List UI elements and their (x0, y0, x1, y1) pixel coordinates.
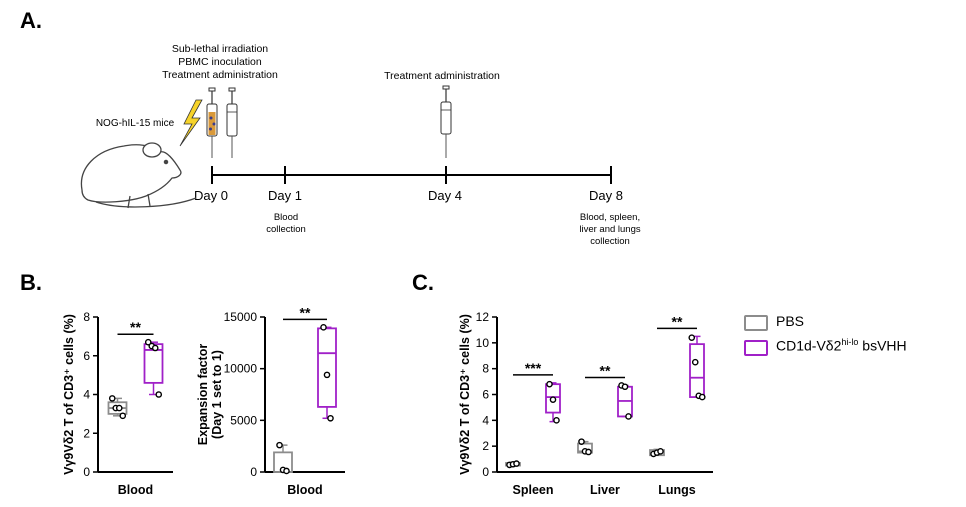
significance-stars: ** (130, 319, 141, 335)
data-point (513, 460, 520, 467)
day0-note-2: PBMC inoculation (178, 56, 262, 68)
y-tick-label: 0 (83, 465, 90, 479)
timeline-diagram (80, 85, 612, 209)
y-tick-label: 10 (476, 336, 490, 350)
data-point (578, 438, 585, 445)
data-point (115, 404, 123, 412)
data-point (621, 383, 629, 391)
y-tick-label: 0 (250, 465, 257, 479)
y-tick-label: 8 (482, 362, 489, 376)
panel-c-label: C. (412, 270, 434, 295)
day-0-label: Day 0 (194, 188, 228, 203)
legend-swatch-pbs (744, 315, 768, 331)
y-tick-label: 4 (83, 388, 90, 402)
data-point (549, 396, 557, 403)
x-category-label: Liver (590, 483, 620, 497)
y-axis-label: (Day 1 set to 1) (210, 350, 224, 439)
day-4-label: Day 4 (428, 188, 462, 203)
chart-b-percentage: 0 2 4 6 8 Vγ9Vδ2 T of CD3⁺ cells (%) Blood ** (62, 310, 173, 497)
significance-stars: ** (300, 305, 311, 320)
irradiation-bolt-icon (179, 99, 203, 147)
y-tick-label: 6 (83, 349, 90, 363)
x-category-label: Blood (118, 483, 153, 497)
y-tick-label: 15000 (224, 310, 258, 324)
x-category-label: Spleen (513, 483, 554, 497)
panel-a-label: A. (20, 8, 42, 33)
y-axis-label: Vγ9Vδ2 T of CD3⁺ cells (%) (458, 314, 472, 475)
chart-c-organs: 0 2 4 6 8 10 12 Vγ9Vδ2 T of CD3⁺ cells (%) Splee… (458, 310, 713, 497)
y-axis-label: Vγ9Vδ2 T of CD3⁺ cells (%) (62, 314, 76, 475)
data-point (276, 441, 283, 449)
significance-stars: ** (672, 313, 683, 329)
legend-label-pbs: PBS (776, 313, 805, 329)
legend-cd1d-main: CD1d-Vδ2 (776, 337, 842, 354)
data-point (691, 358, 699, 366)
y-tick-label: 5000 (230, 413, 257, 427)
legend-label-cd1d: CD1d-Vδ2hi-lo bsVHH (776, 337, 907, 354)
data-point (151, 344, 159, 352)
y-tick-label: 8 (83, 310, 90, 324)
day8-collect-3: collection (590, 236, 630, 247)
day0-note-3: Treatment administration (162, 69, 278, 81)
mouse-label: NOG-hIL-15 mice (95, 118, 175, 129)
y-axis-label: Expansion factor (196, 344, 210, 446)
mouse-icon (80, 142, 197, 209)
day8-collect-2: liver and lungs (579, 224, 641, 235)
data-point (657, 448, 664, 455)
syringe-treatment-icon (226, 87, 238, 158)
data-point (585, 448, 592, 456)
data-point (698, 393, 706, 401)
data-point (546, 380, 553, 388)
legend-swatch-cd1d (744, 340, 768, 356)
y-tick-label: 10000 (224, 362, 258, 376)
legend-cd1d-sup: hi-lo (841, 337, 859, 347)
x-category-label: Blood (287, 483, 322, 497)
data-point (108, 395, 116, 402)
data-point (119, 412, 127, 420)
y-tick-label: 2 (83, 426, 90, 440)
day0-note-1: Sub-lethal irradiation (171, 43, 269, 55)
data-point (327, 414, 334, 422)
syringe-pbmc-icon (206, 87, 218, 158)
data-point (553, 417, 560, 424)
day4-note: Treatment administration (384, 70, 500, 82)
box (689, 343, 705, 398)
day1-collect-1: Blood (273, 212, 299, 223)
y-tick-label: 2 (482, 439, 489, 453)
y-tick-label: 6 (482, 388, 489, 402)
day-1-label: Day 1 (268, 188, 302, 203)
data-point (323, 371, 331, 379)
y-tick-label: 12 (476, 310, 490, 324)
syringe-day4-icon (440, 85, 452, 158)
day1-collect-2: collection (266, 224, 306, 235)
day-8-label: Day 8 (589, 188, 623, 203)
data-point (320, 324, 327, 331)
y-tick-label: 4 (482, 413, 489, 427)
data-point (155, 391, 163, 398)
x-category-label: Lungs (658, 483, 696, 497)
data-point (283, 467, 290, 475)
panel-b-label: B. (20, 270, 42, 295)
y-tick-label: 0 (482, 465, 489, 479)
data-point (688, 334, 696, 341)
box (317, 327, 337, 408)
significance-stars: ** (600, 362, 611, 378)
legend-cd1d-tail: bsVHH (858, 337, 907, 354)
day8-collect-1: Blood, spleen, (579, 212, 641, 223)
box (545, 383, 561, 414)
data-point (144, 338, 152, 346)
significance-stars: *** (525, 360, 542, 376)
data-point (625, 413, 632, 420)
